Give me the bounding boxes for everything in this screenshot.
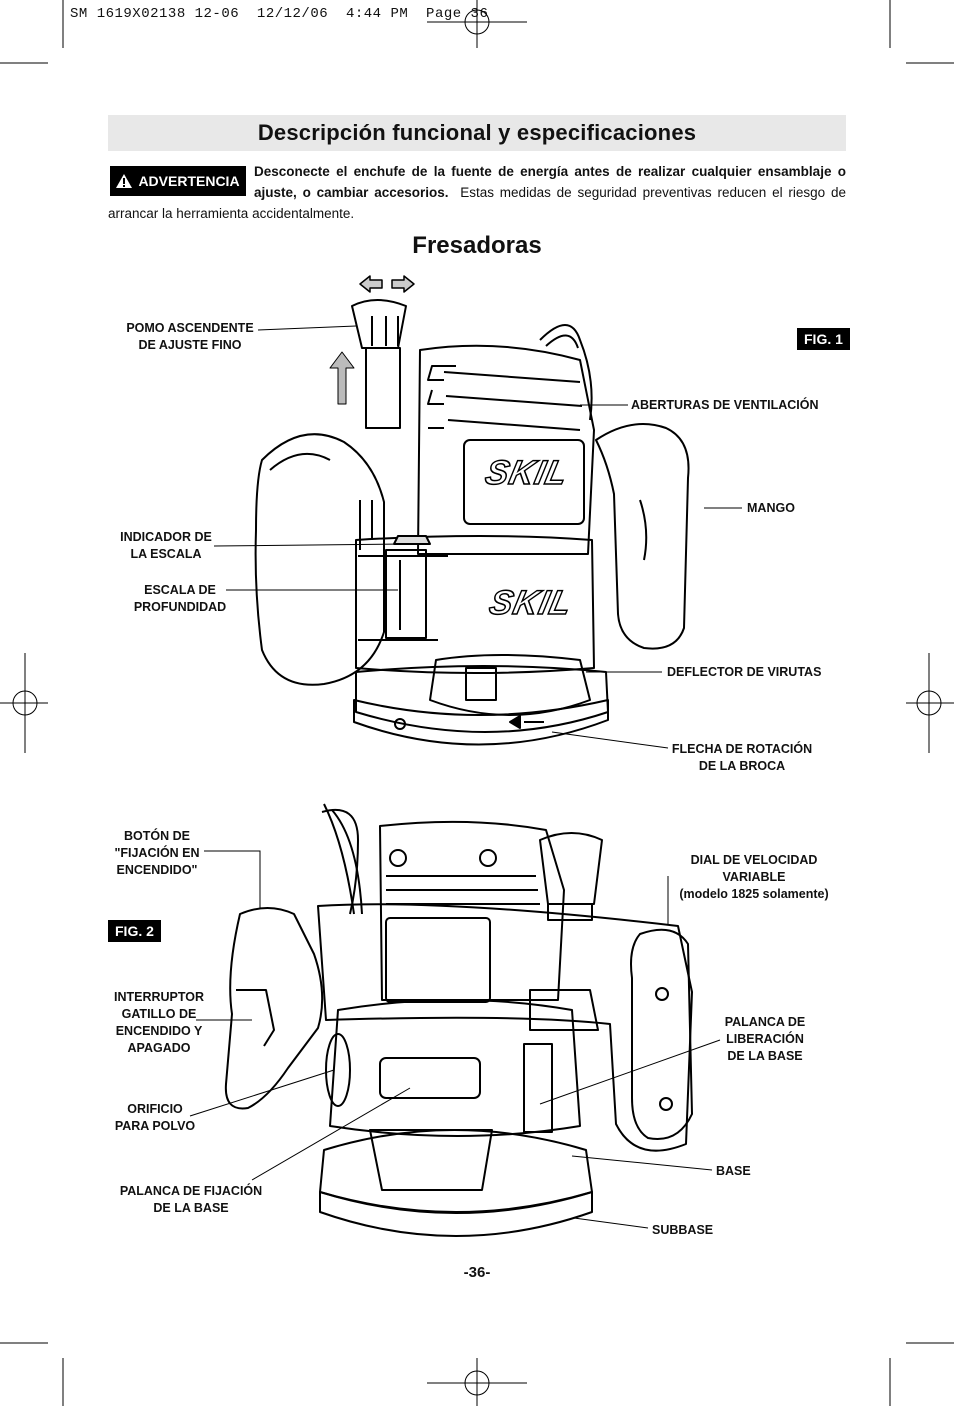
warning-paragraph: Desconecte el enchufe de la fuente de en… <box>108 161 846 224</box>
fig2-tag: FIG. 2 <box>108 920 161 942</box>
warning-text: Estas medidas de seguridad preventivas r… <box>108 185 846 221</box>
fig1-tag: FIG. 1 <box>797 328 850 350</box>
warning-triangle-icon <box>116 174 133 188</box>
label-flecha: FLECHA DE ROTACIÓN DE LA BROCA <box>671 742 813 773</box>
skil-logo-top: SKIL <box>481 453 572 493</box>
label-base: BASE <box>716 1164 751 1178</box>
label-subbase: SUBBASE <box>652 1223 714 1237</box>
section-title: Descripción funcional y especificaciones <box>257 120 697 145</box>
label-palanca-fijacion: PALANCA DE FIJACIÓN DE LA BASE <box>119 1184 263 1215</box>
warning-bold-text: Desconecte el enchufe de la fuente de en… <box>254 164 846 200</box>
label-indicador: INDICADOR DE LA ESCALA <box>120 530 212 561</box>
label-dial: DIAL DE VELOCIDAD VARIABLE (modelo 1825 … <box>679 853 829 901</box>
label-boton: BOTÓN DE "FIJACIÓN EN ENCENDIDO" <box>114 829 200 877</box>
router-fig2-drawing <box>224 803 693 1237</box>
print-slug: SM 1619X02138 12-06 12/12/06 4:44 PM Pag… <box>70 6 489 22</box>
warning-badge-label: ADVERTENCIA <box>138 173 240 189</box>
label-escala: ESCALA DE PROFUNDIDAD <box>133 583 227 614</box>
router-fig1-drawing <box>254 275 690 746</box>
warning-badge: ADVERTENCIA <box>110 166 246 196</box>
label-deflector: DEFLECTOR DE VIRUTAS <box>667 665 822 679</box>
heading-fresadoras: Fresadoras <box>412 232 542 259</box>
page-number: -36- <box>463 1264 491 1281</box>
label-palanca-liberacion: PALANCA DE LIBERACIÓN DE LA BASE <box>724 1015 806 1063</box>
label-interruptor: INTERRUPTOR GATILLO DE ENCENDIDO Y APAGA… <box>113 990 205 1055</box>
leader-lines <box>189 325 742 1229</box>
section-title-banner: Descripción funcional y especificaciones <box>108 115 846 151</box>
label-mango: MANGO <box>747 501 795 515</box>
label-aberturas: ABERTURAS DE VENTILACIÓN <box>631 398 819 412</box>
skil-logo-bottom: SKIL <box>485 583 576 623</box>
label-orificio: ORIFICIO PARA POLVO <box>114 1102 196 1133</box>
label-pomo: POMO ASCENDENTE DE AJUSTE FINO <box>126 321 254 352</box>
